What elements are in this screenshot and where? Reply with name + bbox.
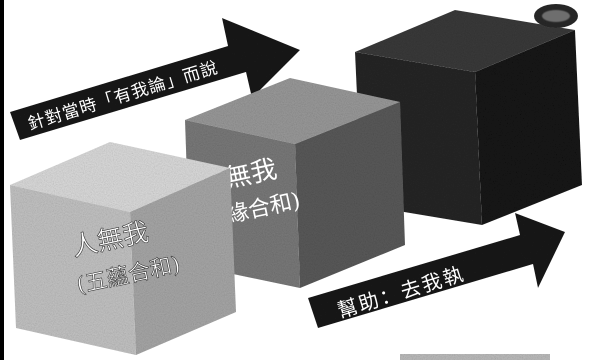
corner-badge [534, 4, 578, 28]
cube-light: 人無我 (五蘊合和) [10, 142, 236, 355]
bottom-caption-strip [400, 354, 550, 360]
